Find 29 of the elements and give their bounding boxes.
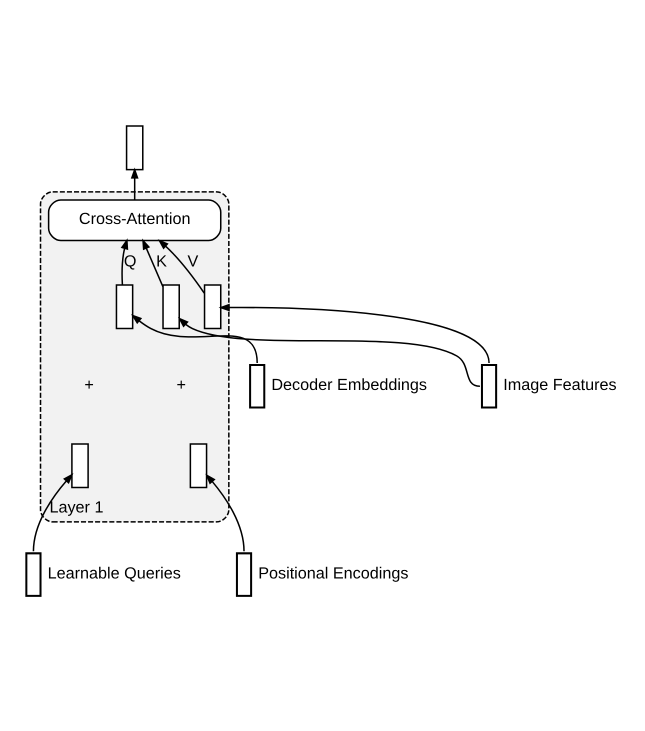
node-box: Cross-Attention xyxy=(47,199,221,242)
edge-label: Q xyxy=(123,252,136,271)
node-label: Image Features xyxy=(502,376,616,394)
arrow xyxy=(120,238,128,285)
label: + xyxy=(84,376,94,394)
arrow xyxy=(32,473,73,552)
node-bar xyxy=(248,364,265,409)
node-bar xyxy=(203,284,221,330)
node-label: Learnable Queries xyxy=(47,564,180,582)
node-label: Decoder Embeddings xyxy=(270,376,427,394)
edge-label: K xyxy=(156,252,166,271)
arrow xyxy=(204,474,244,552)
node-bar xyxy=(115,284,133,330)
node-bar xyxy=(24,552,42,597)
arrow xyxy=(157,239,204,294)
arrow xyxy=(130,314,258,364)
node-bar xyxy=(235,552,252,597)
node-label: Positional Encodings xyxy=(258,564,408,582)
node-bar xyxy=(162,284,180,330)
node-bar xyxy=(480,364,497,409)
arrow xyxy=(130,168,138,200)
edge-label: V xyxy=(186,252,198,271)
label: + xyxy=(176,376,186,394)
arrow xyxy=(218,304,490,364)
node-bar xyxy=(189,443,207,488)
arrow xyxy=(142,238,164,287)
node-bar xyxy=(125,125,144,170)
arrow xyxy=(177,317,480,387)
node-bar xyxy=(70,443,88,488)
